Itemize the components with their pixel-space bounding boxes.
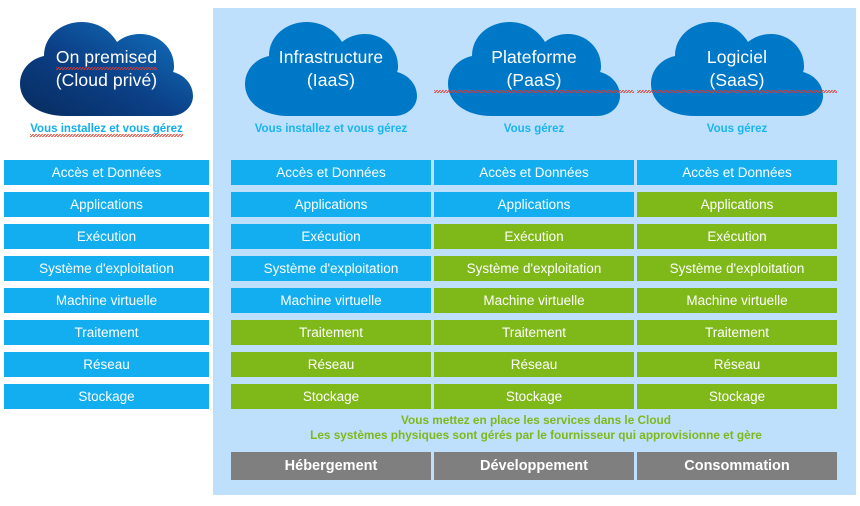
stack-iaas: Accès et Données Applications Exécution …	[231, 160, 431, 416]
caption-text: Vous installez et vous gérez	[30, 123, 183, 137]
caption-on-premised: Vous installez et vous gérez	[4, 122, 209, 150]
cloud-shape-icon	[448, 22, 620, 116]
stack-row[interactable]: Réseau	[4, 352, 209, 377]
stack-row[interactable]: Réseau	[231, 352, 431, 377]
caption-paas: Vous gérez	[434, 122, 634, 150]
stack-row[interactable]: Traitement	[231, 320, 431, 345]
cloud-responsibility-note: Vous mettez en place les services dans l…	[222, 413, 850, 443]
stack-on-premised: Accès et Données Applications Exécution …	[4, 160, 209, 416]
column-saas: Logiciel (SaaS) Vous gérez Accès et Donn…	[637, 12, 837, 409]
stack-row[interactable]: Applications	[637, 192, 837, 217]
caption-text: Vous installez et vous gérez	[254, 123, 408, 135]
stack-row[interactable]: Machine virtuelle	[434, 288, 634, 313]
stack-row[interactable]: Accès et Données	[434, 160, 634, 185]
footer-bar-consommation[interactable]: Consommation	[637, 452, 837, 480]
stack-row[interactable]: Applications	[231, 192, 431, 217]
note-line-2: Les systèmes physiques sont gérés par le…	[310, 428, 762, 442]
stack-row[interactable]: Exécution	[4, 224, 209, 249]
stack-row[interactable]: Applications	[434, 192, 634, 217]
stack-row[interactable]: Machine virtuelle	[4, 288, 209, 313]
stack-row[interactable]: Système d'exploitation	[231, 256, 431, 281]
stack-saas: Accès et Données Applications Exécution …	[637, 160, 837, 416]
cloud-shape-icon	[20, 22, 193, 116]
stack-row[interactable]: Traitement	[4, 320, 209, 345]
stack-row[interactable]: Stockage	[231, 384, 431, 409]
stack-row[interactable]: Accès et Données	[4, 160, 209, 185]
stack-row[interactable]: Traitement	[637, 320, 837, 345]
stack-row[interactable]: Exécution	[434, 224, 634, 249]
footer-bar-developpement[interactable]: Développement	[434, 452, 634, 480]
column-on-premised: On premised (Cloud privé) Vous installez…	[4, 12, 209, 409]
caption-text: Vous gérez	[706, 123, 768, 135]
stack-row[interactable]: Stockage	[637, 384, 837, 409]
stack-row[interactable]: Exécution	[637, 224, 837, 249]
stack-row[interactable]: Système d'exploitation	[637, 256, 837, 281]
stack-row[interactable]: Machine virtuelle	[231, 288, 431, 313]
footer-bar-hebergement[interactable]: Hébergement	[231, 452, 431, 480]
stack-row[interactable]: Stockage	[4, 384, 209, 409]
cloud-iaas: Infrastructure (IaaS)	[231, 12, 431, 120]
stack-row[interactable]: Stockage	[434, 384, 634, 409]
cloud-on-premised: On premised (Cloud privé)	[4, 12, 209, 120]
stack-row[interactable]: Système d'exploitation	[434, 256, 634, 281]
column-paas: Plateforme (PaaS) Vous gérez Accès et Do…	[434, 12, 634, 409]
stack-row[interactable]: Réseau	[434, 352, 634, 377]
caption-iaas: Vous installez et vous gérez	[231, 122, 431, 150]
stack-row[interactable]: Accès et Données	[637, 160, 837, 185]
caption-saas: Vous gérez	[637, 122, 837, 150]
column-iaas: Infrastructure (IaaS) Vous installez et …	[231, 12, 431, 409]
stack-row[interactable]: Applications	[4, 192, 209, 217]
stack-row[interactable]: Traitement	[434, 320, 634, 345]
stack-row[interactable]: Réseau	[637, 352, 837, 377]
cloud-shape-icon	[245, 22, 417, 116]
stack-row[interactable]: Machine virtuelle	[637, 288, 837, 313]
caption-text: Vous gérez	[503, 123, 565, 135]
stack-row[interactable]: Système d'exploitation	[4, 256, 209, 281]
stack-row[interactable]: Accès et Données	[231, 160, 431, 185]
cloud-saas: Logiciel (SaaS)	[637, 12, 837, 120]
cloud-paas: Plateforme (PaaS)	[434, 12, 634, 120]
note-line-1: Vous mettez en place les services dans l…	[401, 413, 671, 427]
stack-paas: Accès et Données Applications Exécution …	[434, 160, 634, 416]
stack-row[interactable]: Exécution	[231, 224, 431, 249]
cloud-shape-icon	[651, 22, 823, 116]
